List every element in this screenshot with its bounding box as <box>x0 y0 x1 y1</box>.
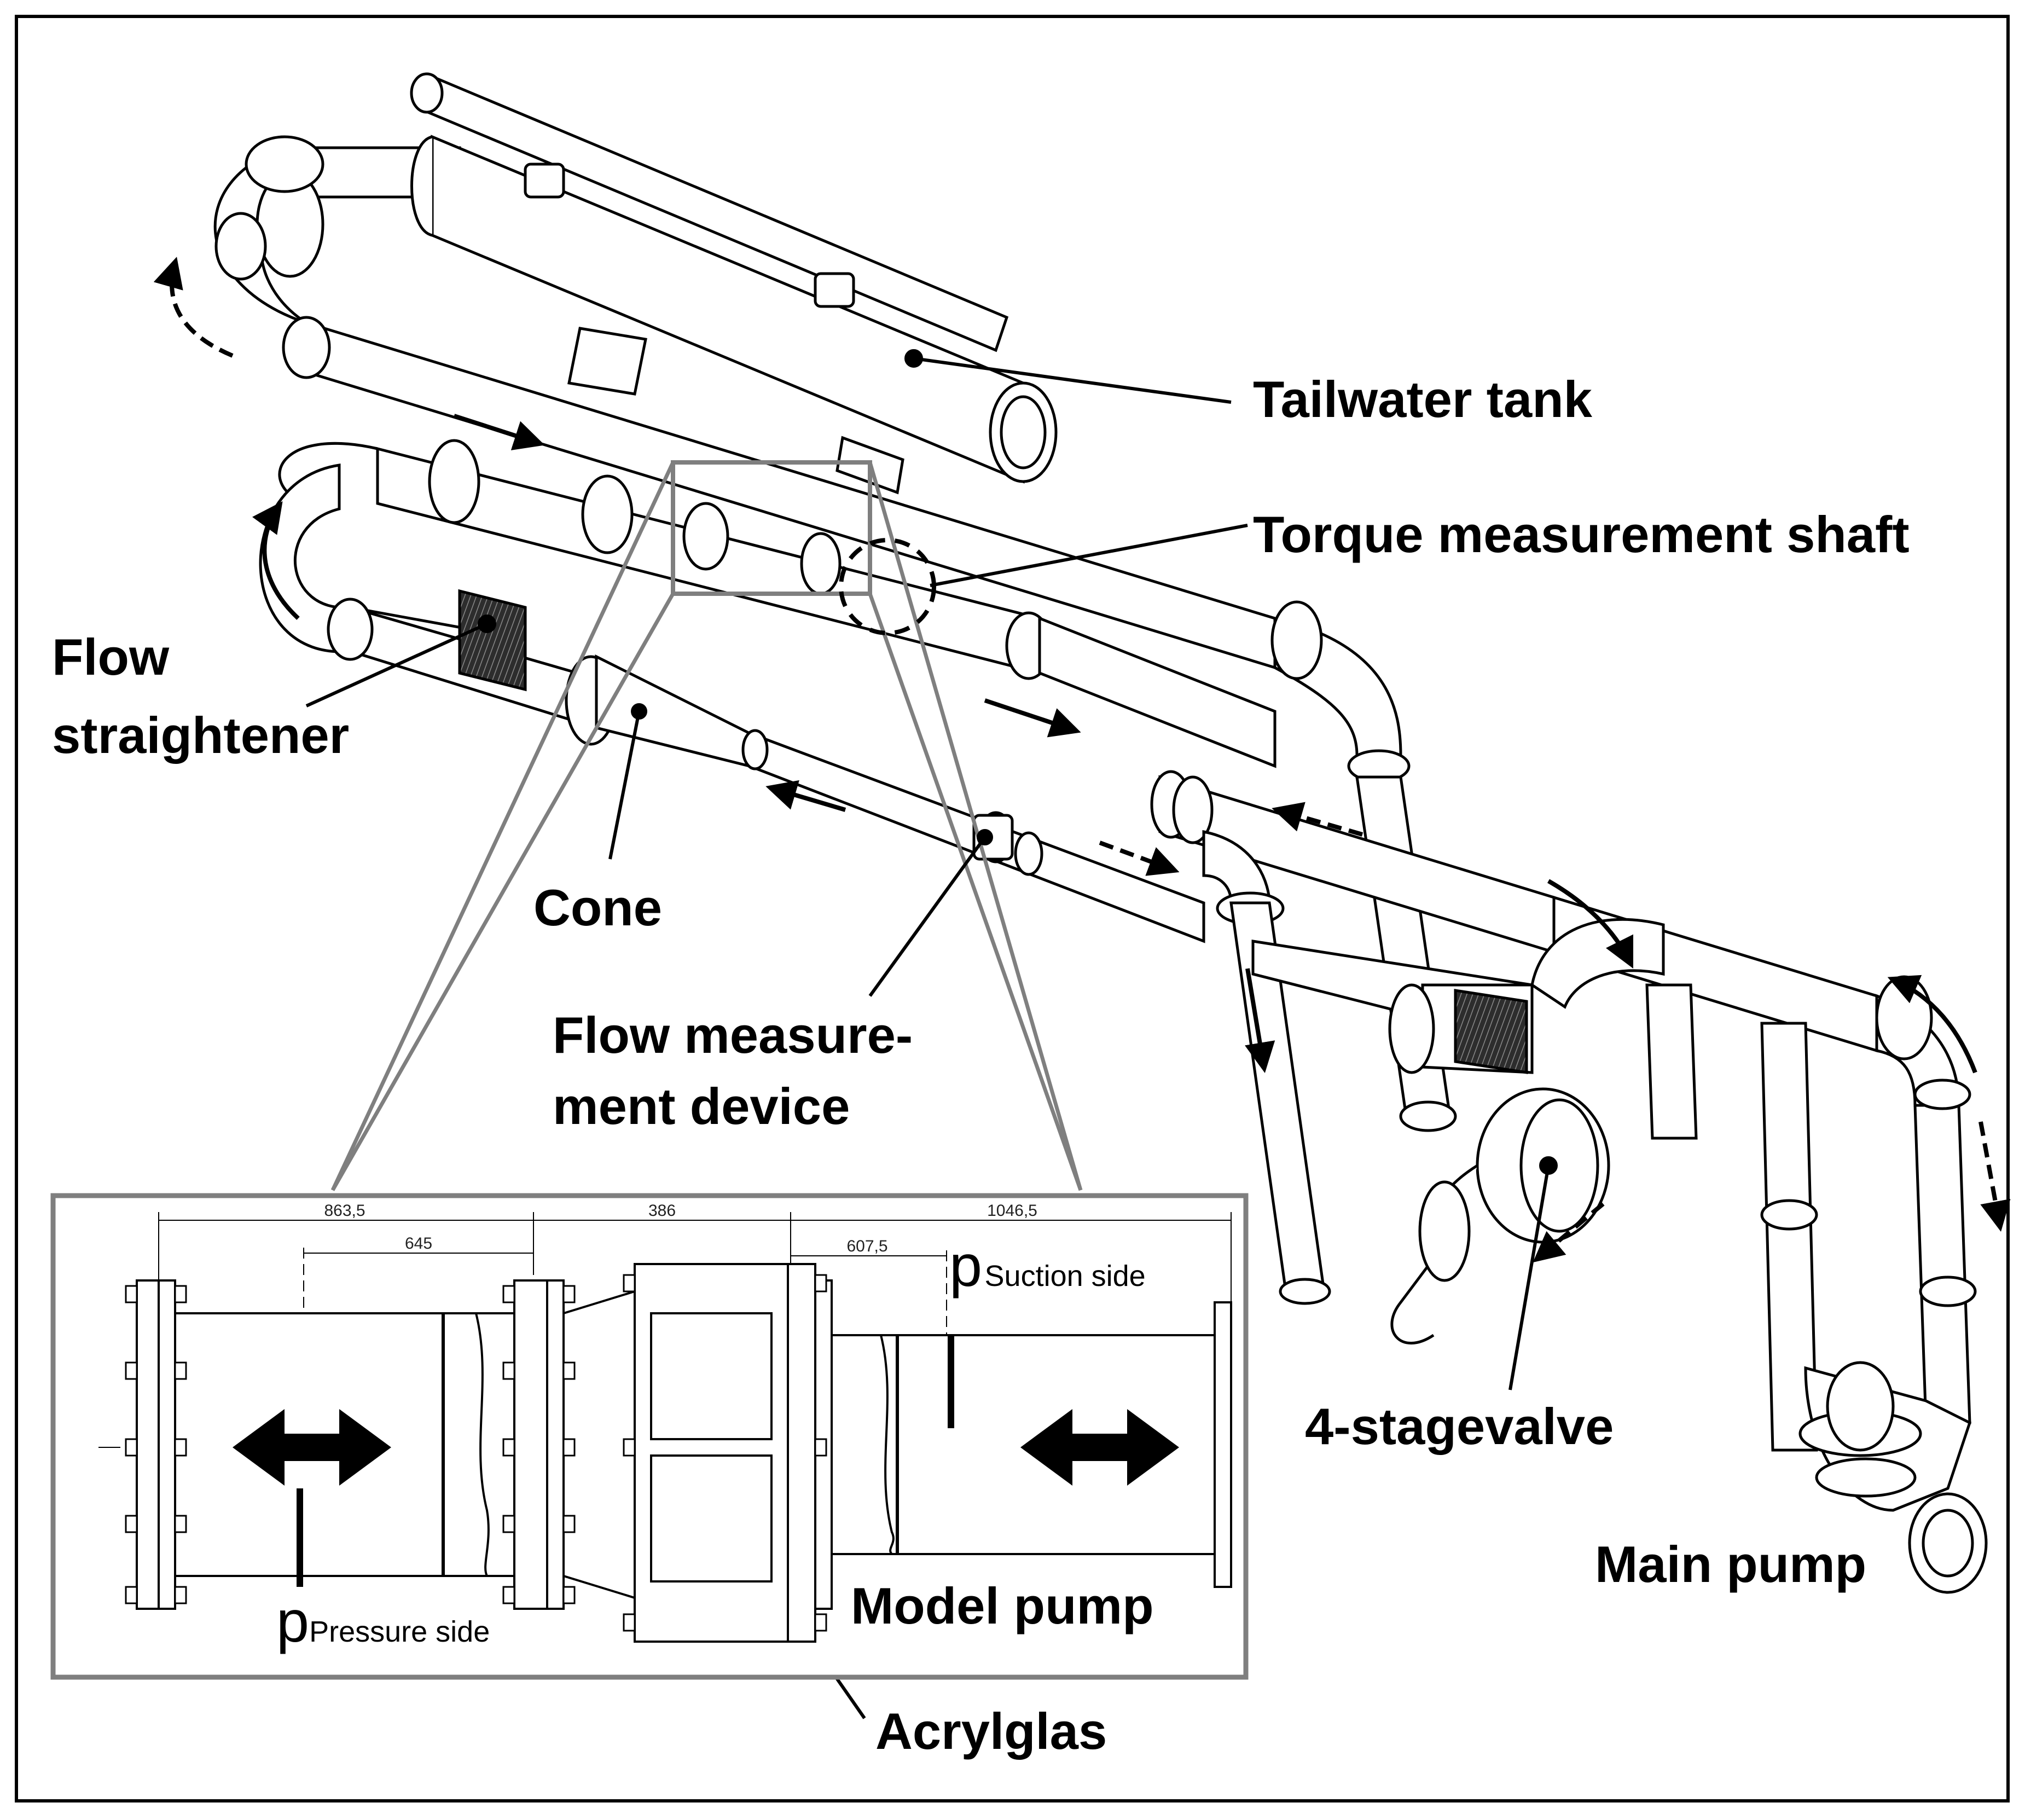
flow-arrow <box>1245 968 1275 1074</box>
figure-frame <box>15 15 2010 1802</box>
suction-symbol: p <box>949 1232 983 1299</box>
pressure-subscript: Pressure side <box>309 1615 490 1648</box>
left-double-arrow-icon <box>233 1409 391 1486</box>
flow-arrow <box>453 414 545 450</box>
torque-shaft-label: Torque measurement shaft <box>1253 506 1910 563</box>
leader-lines <box>305 349 1558 1719</box>
suction-subscript: Suction side <box>984 1260 1146 1292</box>
flow-arrow-dashed <box>1533 1202 1605 1263</box>
main-pump-label: Main pump <box>1595 1535 1867 1593</box>
flow-straightener-label-line2: straightener <box>52 706 350 764</box>
model-pump-inset: 863,5 645 386 607,5 1046,5 <box>50 1193 1249 1680</box>
flow-arrow-curved <box>252 501 300 620</box>
flow-arrows <box>153 257 2011 1263</box>
tailwater-tank-label: Tailwater tank <box>1253 370 1592 428</box>
flow-arrow <box>984 698 1081 738</box>
right-double-arrow-icon <box>1020 1409 1179 1486</box>
flow-arrow-dashed <box>1978 1121 2011 1232</box>
flow-arrow-dashed <box>1099 841 1180 876</box>
flow-measurement-label-line1: Flow measure- <box>553 1006 913 1064</box>
dimension-1046-5: 1046,5 <box>987 1202 1037 1220</box>
flow-measurement-label-line2: ment device <box>553 1077 850 1135</box>
zoom-callout <box>330 460 1083 1191</box>
dimension-863-5: 863,5 <box>324 1202 365 1220</box>
flow-arrow-curved <box>1547 879 1634 969</box>
flow-straightener-label-line1: Flow <box>52 628 170 686</box>
right-pipe-network <box>1038 600 1988 1594</box>
suction-side-label: p Suction side <box>949 1231 1146 1300</box>
torque-shaft-marker-circle <box>839 538 936 635</box>
flow-arrow-curved-dashed <box>153 257 234 358</box>
model-pump-label: Model pump <box>851 1577 1154 1634</box>
dimension-386: 386 <box>648 1202 676 1220</box>
pressure-symbol: p <box>276 1588 310 1654</box>
pressure-side-label: pPressure side <box>276 1587 490 1655</box>
cone-label: Cone <box>533 879 662 936</box>
tailwater-tank <box>410 72 1058 495</box>
middle-flange <box>513 1279 548 1610</box>
dimension-607-5: 607,5 <box>846 1237 887 1255</box>
valve-label: 4-stagevalve <box>1305 1398 1614 1455</box>
flow-arrow-curved <box>1887 975 1977 1074</box>
upper-pipe-run <box>213 135 1276 670</box>
dimension-645: 645 <box>405 1234 432 1253</box>
flow-arrow-dashed <box>1272 802 1363 837</box>
lower-pipe-run <box>259 463 1205 943</box>
middle-pipe-run <box>278 439 1052 680</box>
flow-arrow <box>765 780 846 812</box>
acrylglas-label: Acrylglas <box>875 1702 1107 1760</box>
zoom-source-box <box>671 460 872 596</box>
